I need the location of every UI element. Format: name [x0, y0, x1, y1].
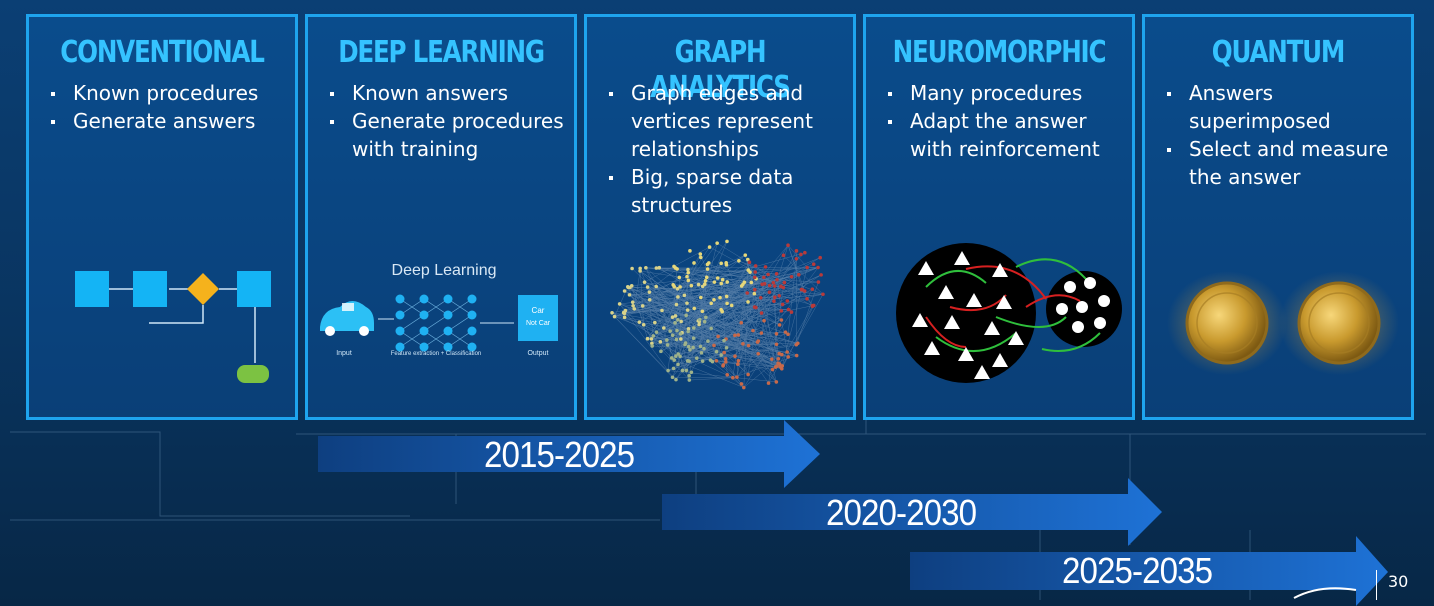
diagram-title: Deep Learning [392, 262, 497, 279]
timeline-arrow-2 [662, 478, 1162, 546]
decision-diamond [187, 273, 219, 305]
process-box [133, 271, 167, 307]
panel-title: GRAPH ANALYTICS [650, 35, 791, 105]
bullet-item: Big, sparse data structures [605, 163, 849, 219]
timeline-label: 2015-2025 [484, 434, 635, 475]
coin-icon [1297, 281, 1381, 365]
terminal-node [237, 365, 269, 383]
output-notcar-label: Not Car [526, 320, 551, 327]
bullet-list: Known procedures Generate answers [47, 79, 291, 135]
process-box [75, 271, 109, 307]
intel-logo [1293, 587, 1357, 599]
footer-divider [1376, 570, 1377, 600]
bullet-item: Many procedures [884, 79, 1128, 107]
graph-network-image [610, 239, 825, 390]
coin-icon [1185, 281, 1269, 365]
timeline-label: 2025-2035 [1062, 550, 1213, 591]
bullet-item: Select and measure the answer [1163, 135, 1407, 191]
process-box [237, 271, 271, 307]
panel-title: NEUROMORPHIC [892, 35, 1107, 70]
timeline-label: 2020-2030 [826, 492, 977, 533]
bullet-item: Generate procedures with training [326, 107, 570, 163]
neuromorphic-diagram [896, 243, 1122, 383]
bullet-item: Known answers [326, 79, 570, 107]
coins-image [1167, 271, 1399, 375]
panel-title: DEEP LEARNING [338, 35, 545, 70]
neural-network-diagram: Deep Learning Car Not Car [320, 262, 558, 357]
panel-title: QUANTUM [1211, 35, 1346, 70]
page-number: 30 [1388, 572, 1409, 591]
bullet-list: Known answers Generate procedures with t… [326, 79, 570, 163]
panel-neuromorphic: NEUROMORPHIC Many procedures Adapt the a… [863, 14, 1135, 420]
timeline-arrow-1 [318, 420, 820, 488]
output-car-label: Car [532, 306, 545, 315]
panel-graph-analytics: GRAPH ANALYTICS Graph edges and vertices… [584, 14, 856, 420]
bullet-list: Many procedures Adapt the answer with re… [884, 79, 1128, 163]
bullet-list: Graph edges and vertices represent relat… [605, 79, 849, 219]
bullet-item: Graph edges and vertices represent relat… [605, 79, 849, 163]
panel-title: CONVENTIONAL [60, 35, 265, 70]
car-icon [320, 301, 374, 336]
output-box [518, 295, 558, 341]
output-label: Output [527, 350, 548, 357]
panel-deep-learning: DEEP LEARNING Known answers Generate pro… [305, 14, 577, 420]
panel-quantum: QUANTUM Answers superimposed Select and … [1142, 14, 1414, 420]
bullet-item: Adapt the answer with reinforcement [884, 107, 1128, 163]
bullet-item: Known procedures [47, 79, 291, 107]
bullet-list: Answers superimposed Select and measure … [1163, 79, 1407, 191]
bullet-item: Answers superimposed [1163, 79, 1407, 135]
input-label: Input [336, 350, 352, 357]
panel-row: CONVENTIONAL Known procedures Generate a… [26, 14, 1416, 420]
middle-label: Feature extraction + Classification [391, 351, 482, 357]
bullet-item: Generate answers [47, 107, 291, 135]
flowchart-diagram [75, 271, 271, 383]
timeline-arrow-3 [910, 536, 1388, 606]
panel-conventional: CONVENTIONAL Known procedures Generate a… [26, 14, 298, 420]
